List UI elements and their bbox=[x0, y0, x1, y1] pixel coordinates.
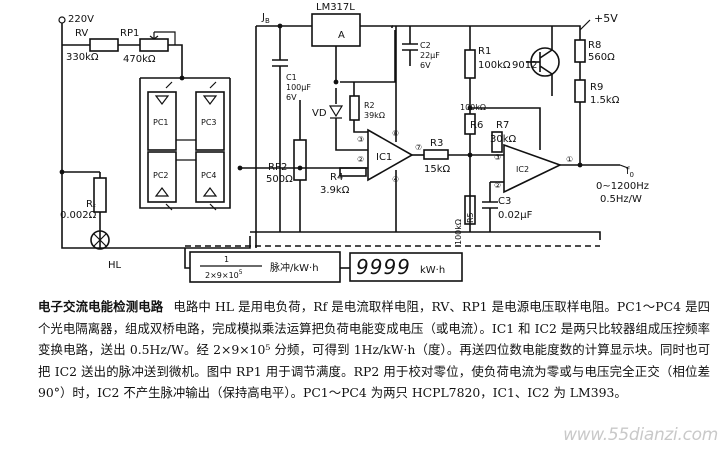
rp1-value: 470kΩ bbox=[123, 54, 156, 65]
left-rail-wire bbox=[61, 23, 251, 249]
display-unit: kW·h bbox=[420, 265, 445, 276]
potentiometer-rp2 bbox=[293, 139, 307, 181]
c2-value: 22μF bbox=[420, 51, 440, 60]
rf-value: 0.002Ω bbox=[60, 210, 97, 221]
r7-label: R7 bbox=[496, 120, 509, 131]
lm317-pin-a: A bbox=[338, 30, 345, 41]
ic2-pin2: ② bbox=[494, 181, 501, 190]
pc4-label: PC4 bbox=[201, 171, 217, 180]
rp1-label: RP1 bbox=[120, 28, 139, 39]
circuit-description: 电子交流电能检测电路电路中 HL 是用电负荷，Rf 是电流取样电阻，RV、RP1… bbox=[38, 296, 710, 404]
pulse-per-kwh-label: 脉冲/kW·h bbox=[270, 261, 319, 274]
four-digit-display bbox=[349, 252, 463, 282]
capacitor-c2 bbox=[402, 43, 418, 51]
comparator-ic2 bbox=[503, 143, 563, 194]
resistor-r8 bbox=[574, 39, 586, 63]
c1-value: 100μF bbox=[286, 83, 311, 92]
diode-vd bbox=[328, 105, 344, 119]
pc3-label: PC3 bbox=[201, 118, 217, 127]
hl-label: HL bbox=[108, 260, 122, 271]
r3-label: R3 bbox=[430, 138, 443, 149]
f-rate: 0.5Hz/W bbox=[600, 194, 642, 205]
site-watermark: www.55dianzi.com bbox=[563, 425, 718, 445]
optocoupler-pc2 bbox=[147, 151, 177, 203]
rv-label: RV bbox=[75, 28, 88, 39]
r3-value: 15kΩ bbox=[424, 164, 451, 175]
r1-label: R1 bbox=[478, 46, 491, 57]
c2-label: C2 bbox=[420, 41, 431, 50]
c1-label: C1 bbox=[286, 73, 297, 82]
ic1-pin3: ③ bbox=[357, 135, 364, 144]
resistor-r7 bbox=[491, 131, 503, 153]
display-digits: 9999 bbox=[356, 255, 411, 279]
resistor-r9 bbox=[574, 79, 586, 103]
lamp-hl bbox=[90, 230, 110, 250]
ic1-label: IC1 bbox=[376, 152, 392, 163]
divider-numerator: 1 bbox=[224, 255, 229, 264]
frequency-divider-block bbox=[189, 251, 341, 283]
rp2-value: 500Ω bbox=[266, 174, 293, 185]
rf-label: Rf bbox=[86, 199, 96, 212]
r4-label: R4 bbox=[330, 172, 343, 183]
regulator-lm317l bbox=[311, 13, 361, 47]
led-icons bbox=[154, 95, 218, 197]
r5-label: R5 bbox=[466, 212, 475, 223]
pc1-label: PC1 bbox=[153, 118, 169, 127]
rp2-label: RP2 bbox=[268, 162, 287, 173]
optocoupler-pc4 bbox=[195, 151, 225, 203]
resistor-r1 bbox=[464, 49, 476, 79]
r8-value: 560Ω bbox=[588, 52, 615, 63]
plus5v-rail bbox=[392, 25, 581, 30]
fo-label: f0 bbox=[626, 166, 634, 179]
r7-value: 30kΩ bbox=[490, 134, 517, 145]
description-body: 电路中 HL 是用电负荷，Rf 是电流取样电阻，RV、RP1 是电源电压取样电阻… bbox=[38, 299, 711, 400]
comparator-ic1 bbox=[367, 128, 414, 182]
c2-voltage: 6V bbox=[420, 61, 431, 70]
ic2-label: IC2 bbox=[516, 165, 529, 174]
potentiometer-rp1 bbox=[139, 38, 169, 52]
r8-label: R8 bbox=[588, 40, 601, 51]
resistor-rf bbox=[93, 177, 107, 213]
capacitor-c1 bbox=[272, 59, 288, 67]
r4-value: 3.9kΩ bbox=[320, 185, 350, 196]
r6-label: R6 bbox=[470, 120, 483, 131]
lamp-cross-icon bbox=[93, 233, 107, 247]
c3-value: 0.02μF bbox=[498, 210, 533, 221]
jb-label: JB bbox=[261, 12, 270, 25]
c1-voltage: 6V bbox=[286, 93, 297, 102]
plus5v-label: +5V bbox=[594, 12, 618, 25]
resistor-r5 bbox=[464, 195, 476, 225]
r2-value: 39kΩ bbox=[364, 111, 385, 120]
mains-terminal bbox=[58, 16, 66, 24]
resistor-r2 bbox=[349, 95, 360, 121]
ic2-pin1: ① bbox=[566, 155, 573, 164]
f-range: 0~1200Hz bbox=[596, 181, 649, 192]
ground-rail bbox=[250, 231, 601, 240]
resistor-rv bbox=[89, 38, 119, 52]
ic1-pin7: ⑦ bbox=[415, 143, 422, 152]
pc2-label: PC2 bbox=[153, 171, 169, 180]
optocoupler-pc1 bbox=[147, 91, 177, 151]
vd-label: VD bbox=[312, 108, 327, 119]
q9012-label: 9012 bbox=[512, 60, 537, 71]
description-title: 电子交流电能检测电路 bbox=[38, 299, 164, 314]
r1-value: 100kΩ bbox=[478, 60, 511, 71]
energy-meter-schematic: 220V RV 330kΩ RP1 470kΩ Rf 0.002Ω HL PC1… bbox=[58, 2, 649, 283]
r2-label: R2 bbox=[364, 101, 375, 110]
ic2-pin3: ③ bbox=[494, 153, 501, 162]
rv-value: 330kΩ bbox=[66, 52, 99, 63]
mains-voltage-label: 220V bbox=[68, 14, 94, 25]
lm317-label: LM317L bbox=[316, 2, 355, 13]
bridge-wiring bbox=[139, 77, 231, 209]
r9-value: 1.5kΩ bbox=[590, 95, 620, 106]
resistor-r4 bbox=[339, 167, 367, 177]
resistor-r3 bbox=[423, 149, 449, 160]
optocoupler-pc3 bbox=[195, 91, 225, 151]
capacitor-c3 bbox=[482, 182, 498, 232]
r9-label: R9 bbox=[590, 82, 603, 93]
divider-denominator: 2×9×105 bbox=[205, 269, 243, 280]
c3-label: C3 bbox=[498, 196, 511, 207]
ic1-pin2: ② bbox=[357, 155, 364, 164]
